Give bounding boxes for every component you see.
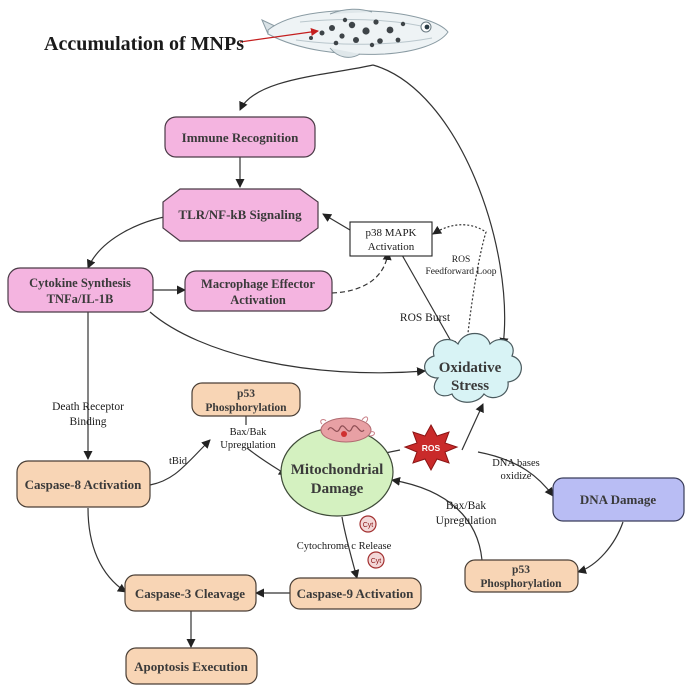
- ros-loop-label-line1: ROS: [452, 255, 470, 265]
- ros-starburst-icon: ROS: [403, 423, 459, 472]
- node-oxidative-stress: Oxidative Stress: [424, 332, 522, 403]
- baxbak-top-label-line2: Upregulation: [220, 440, 276, 451]
- ros-badge-label: ROS: [422, 443, 441, 453]
- mito-label-line1: Mitochondrial: [291, 462, 384, 478]
- apoptosis-label: Apoptosis Execution: [134, 659, 249, 674]
- cytokine-label-line1: Cytokine Synthesis: [29, 276, 131, 290]
- p53-top-label-line2: Phosphorylation: [205, 402, 287, 414]
- p53-top-label-line1: p53: [237, 388, 255, 400]
- mitochondrion-icon: [320, 416, 375, 443]
- death-receptor-label-line2: Binding: [69, 416, 106, 428]
- node-caspase-9: Caspase-9 Activation: [289, 577, 422, 610]
- node-caspase-3: Caspase-3 Cleavage: [124, 574, 257, 612]
- node-cytokine-synthesis: Cytokine Synthesis TNFa/IL-1B: [7, 267, 154, 313]
- caspase8-label: Caspase-8 Activation: [25, 477, 142, 492]
- caspase9-label: Caspase-9 Activation: [297, 586, 414, 601]
- baxbak-bottom-label-line2: Upregulation: [436, 515, 497, 527]
- tlr-nfkb-label: TLR/NF-kB Signaling: [178, 207, 302, 222]
- p53-bottom-label-line2: Phosphorylation: [480, 578, 562, 590]
- mnp-pointer-arrow: [239, 28, 319, 43]
- ros-burst-label: ROS Burst: [400, 312, 451, 324]
- node-dna-damage: DNA Damage: [552, 477, 685, 522]
- node-tlr-nfkb: TLR/NF-kB Signaling: [162, 188, 319, 242]
- macrophage-label-line2: Activation: [230, 293, 286, 307]
- oxidative-label-line1: Oxidative: [439, 360, 502, 376]
- node-immune-recognition: Immune Recognition: [164, 116, 316, 158]
- dna-bases-label-line2: oxidize: [501, 471, 532, 482]
- ros-loop-label-line2: Feedforward Loop: [426, 266, 497, 277]
- caspase3-label: Caspase-3 Cleavage: [135, 586, 245, 601]
- baxbak-top-label-line1: Bax/Bak: [230, 427, 267, 438]
- diagram-title: Accumulation of MNPs: [44, 33, 244, 55]
- p53-bottom-label-line1: p53: [512, 564, 530, 576]
- cyt-badge-label-bottom: Cyt: [371, 558, 382, 565]
- p38-label-line2: Activation: [368, 241, 415, 253]
- death-receptor-label-line1: Death Receptor: [52, 401, 124, 413]
- node-apoptosis-execution: Apoptosis Execution: [125, 647, 258, 685]
- cytochrome-badge-top: Cyt: [359, 515, 377, 533]
- node-p53-phosphorylation-top: p53 Phosphorylation: [191, 382, 301, 417]
- cytochrome-label: Cytochrome c Release: [297, 541, 392, 552]
- node-p53-phosphorylation-bottom: p53 Phosphorylation: [464, 559, 579, 593]
- node-caspase-8: Caspase-8 Activation: [16, 460, 151, 508]
- edges: [83, 64, 624, 648]
- mito-label-line2: Damage: [311, 481, 364, 497]
- edge-labels: ROS Feedforward Loop ROS Burst Death Rec…: [52, 255, 540, 552]
- macrophage-label-line1: Macrophage Effector: [201, 277, 315, 291]
- node-p38-mapk: p38 MAPK Activation: [349, 221, 433, 257]
- node-mitochondrial-damage: Mitochondrial Damage: [280, 427, 394, 517]
- baxbak-bottom-label-line1: Bax/Bak: [446, 500, 486, 512]
- cytokine-label-line2: TNFa/IL-1B: [47, 292, 114, 306]
- cyt-badge-label-top: Cyt: [363, 522, 374, 529]
- immune-recognition-label: Immune Recognition: [182, 130, 299, 145]
- tbid-label: tBid: [169, 456, 188, 467]
- oxidative-label-line2: Stress: [451, 378, 489, 394]
- zebrafish-icon: [261, 8, 449, 58]
- dna-damage-label: DNA Damage: [580, 492, 656, 507]
- dna-bases-label-line1: DNA bases: [492, 458, 540, 469]
- node-macrophage-effector: Macrophage Effector Activation: [184, 270, 333, 312]
- p38-label-line1: p38 MAPK: [365, 227, 416, 239]
- cytochrome-badge-bottom: Cyt: [367, 551, 385, 569]
